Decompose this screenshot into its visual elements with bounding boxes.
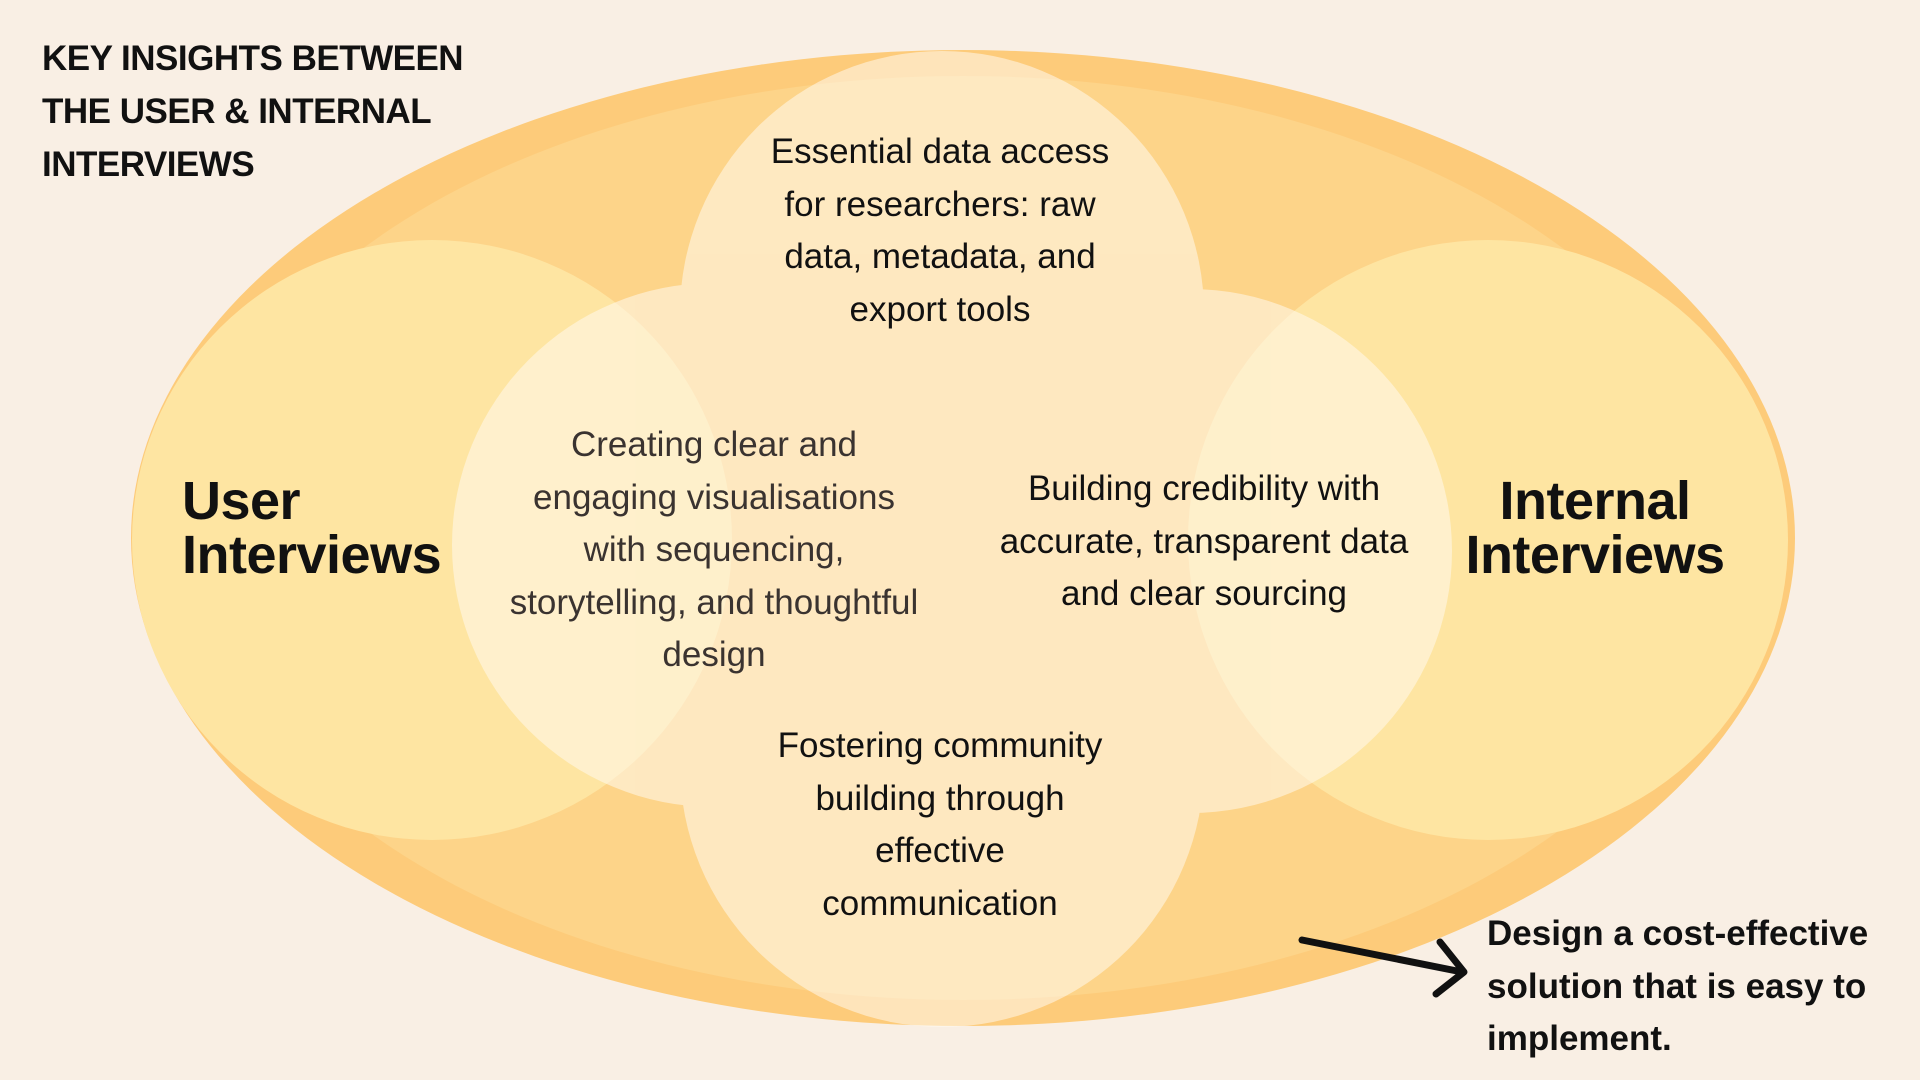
- insight-community: Fostering community building through eff…: [777, 726, 1103, 923]
- insight-credibility: Building credibility with accurate, tran…: [999, 469, 1409, 613]
- arrow-icon: [1298, 936, 1468, 998]
- insight-visualisations: Creating clear and engaging visualisatio…: [509, 425, 919, 674]
- internal-interviews-label: Internal Interviews: [1465, 471, 1725, 585]
- diagram-title: KEY INSIGHTS BETWEEN THE USER & INTERNAL…: [42, 39, 464, 184]
- user-interviews-label: User Interviews: [182, 471, 442, 585]
- insight-circle-bottom: [680, 503, 1204, 1027]
- insight-data-access: Essential data access for researchers: r…: [770, 132, 1110, 329]
- callout-text: Design a cost-effective solution that is…: [1487, 914, 1869, 1058]
